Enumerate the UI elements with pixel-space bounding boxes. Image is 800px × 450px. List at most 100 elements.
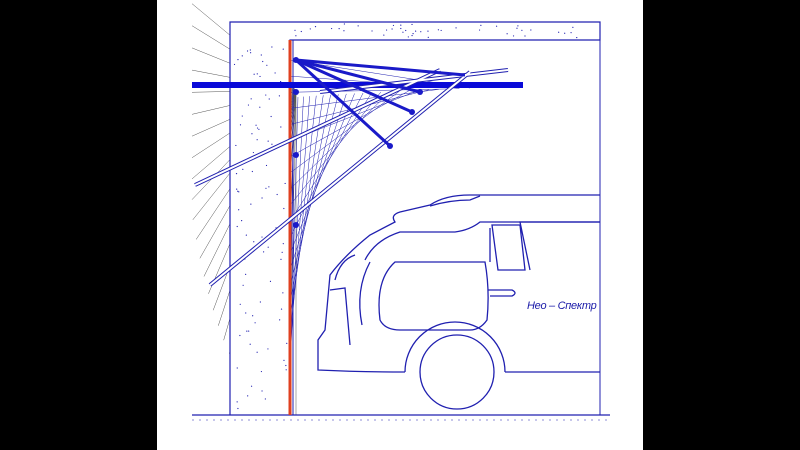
speckle — [237, 190, 239, 192]
speckle — [455, 27, 457, 29]
speckle — [400, 24, 402, 26]
speckle — [252, 315, 254, 317]
speckle — [259, 106, 261, 108]
speckle — [253, 73, 255, 75]
speckle — [411, 34, 413, 37]
speckle — [262, 60, 264, 63]
speckle — [295, 35, 297, 37]
envelope-line — [289, 94, 339, 286]
speckle — [260, 370, 263, 373]
envelope-line — [289, 96, 304, 367]
speckle — [265, 164, 268, 167]
speckle — [261, 197, 263, 199]
envelope-line — [289, 89, 439, 109]
speckle — [254, 322, 256, 324]
speckle — [261, 390, 263, 392]
speckle — [411, 23, 413, 26]
speckle — [239, 124, 242, 126]
speckle — [250, 385, 253, 387]
speckle — [558, 31, 560, 33]
speckle — [274, 72, 276, 74]
envelope-line — [289, 90, 400, 174]
speckle — [258, 128, 260, 130]
speckle — [241, 220, 243, 222]
speckle — [239, 303, 241, 305]
speckle — [238, 191, 240, 193]
speckle — [242, 284, 244, 286]
speckle — [402, 31, 404, 33]
speckle — [267, 140, 269, 142]
speckle — [284, 182, 286, 185]
speckle — [314, 26, 317, 28]
speckle — [331, 27, 333, 30]
speckle — [392, 24, 395, 27]
speckle — [285, 364, 287, 367]
speckle — [440, 29, 442, 32]
speckle — [415, 30, 417, 32]
speckle — [478, 29, 481, 31]
envelope-line — [289, 93, 355, 254]
speckle — [237, 407, 239, 410]
door-positions-inner — [194, 69, 509, 286]
speckle — [280, 308, 283, 310]
concrete-texture — [233, 23, 578, 410]
speckle — [564, 32, 566, 34]
envelope-line — [289, 94, 331, 303]
speckle — [241, 55, 243, 57]
speckle — [300, 30, 302, 33]
speckle — [282, 292, 284, 294]
speckle — [255, 124, 257, 126]
car-outline — [317, 194, 600, 410]
speckle — [249, 52, 252, 54]
speckle — [253, 241, 255, 243]
speckle — [241, 115, 243, 117]
speckle — [261, 236, 263, 238]
speckle — [264, 398, 266, 400]
speckle — [357, 25, 359, 27]
speckle — [282, 243, 284, 245]
speckle — [237, 59, 239, 61]
speckle — [260, 54, 262, 56]
speckle — [343, 30, 345, 32]
speckle — [256, 139, 258, 141]
speckle — [385, 29, 388, 31]
speckle — [271, 46, 273, 48]
speckle — [294, 29, 296, 31]
speckle — [524, 35, 526, 37]
speckle — [267, 348, 269, 350]
speckle — [412, 33, 414, 35]
speckle — [427, 30, 429, 32]
speckle — [285, 369, 287, 371]
speckle — [247, 104, 250, 106]
speckle — [245, 312, 247, 314]
speckle — [506, 33, 508, 35]
speckle — [267, 246, 269, 248]
speckle — [236, 225, 238, 228]
speckle — [343, 23, 345, 25]
speckle — [383, 34, 385, 36]
envelope-line — [289, 88, 450, 93]
speckle — [516, 27, 518, 29]
speckle — [530, 29, 532, 31]
speckle — [279, 319, 281, 321]
envelope-line — [289, 91, 391, 190]
speckle — [283, 359, 285, 361]
speckle — [259, 75, 261, 78]
speckle — [235, 172, 238, 175]
speckle — [427, 36, 429, 38]
speckle — [233, 63, 236, 66]
speckle — [420, 31, 422, 33]
speckle — [480, 24, 482, 26]
speckle — [236, 401, 238, 403]
speckle — [437, 29, 440, 31]
speckle — [251, 170, 253, 173]
speckle — [282, 48, 284, 50]
envelope-line — [289, 91, 382, 206]
speckle — [572, 26, 574, 28]
speckle — [249, 49, 251, 51]
speckle — [246, 50, 249, 52]
speckle — [276, 193, 278, 196]
speckle — [521, 29, 523, 31]
speckle — [265, 94, 267, 96]
